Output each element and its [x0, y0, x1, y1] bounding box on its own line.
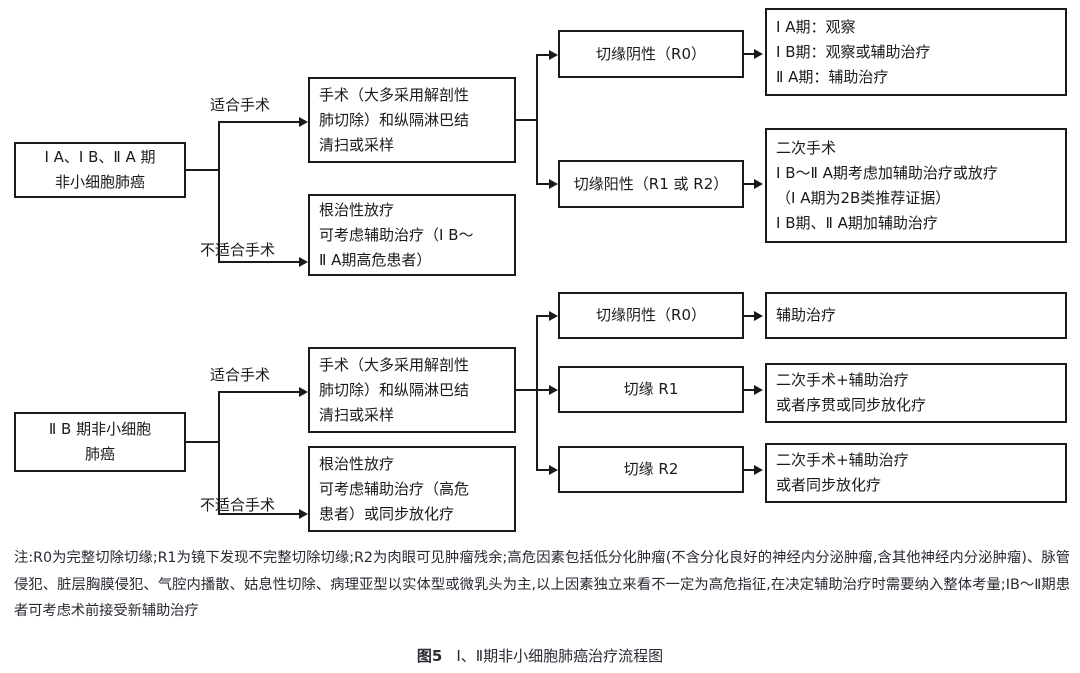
arrow-bottom-to-margin-r0 [549, 311, 558, 321]
node-bottom-radiotherapy-label: 根治性放疗 可考虑辅助治疗（高危 患者）或同步放化疗 [319, 454, 470, 523]
node-bottom-margin-r0: 切缘阴性（R0） [558, 292, 744, 339]
node-bottom-radiotherapy: 根治性放疗 可考虑辅助治疗（高危 患者）或同步放化疗 [308, 446, 516, 532]
edge-top-to-radiotherapy [218, 261, 302, 263]
edge-bottom-r1-to-outcome [744, 389, 760, 391]
arrow-top-positive-to-outcome [754, 179, 763, 189]
node-bottom-margin-r2-label: 切缘 R2 [623, 460, 679, 478]
node-bottom-margin-r1: 切缘 R1 [558, 366, 744, 413]
edge-label-bottom-unsuitable: 不适合手术 [200, 496, 276, 514]
arrow-bottom-r1-to-outcome [754, 385, 763, 395]
edge-bottom-start-stem [186, 441, 220, 443]
edge-label-top-suitable: 适合手术 [210, 96, 271, 114]
node-top-start-label: Ⅰ A、Ⅰ B、Ⅱ A 期 非小细胞肺癌 [44, 148, 156, 191]
edge-bottom-to-margin-r0 [536, 315, 554, 317]
edge-top-split-vertical [218, 121, 220, 263]
node-top-radiotherapy: 根治性放疗 可考虑辅助治疗（Ⅰ B～ Ⅱ A期高危患者） [308, 194, 516, 276]
arrow-bottom-r0-to-outcome [754, 311, 763, 321]
node-top-outcome-positive-label: 二次手术 Ⅰ B～Ⅱ A期考虑加辅助治疗或放疗 （Ⅰ A期为2B类推荐证据） Ⅰ… [776, 138, 998, 232]
node-bottom-outcome-r2: 二次手术+辅助治疗 或者同步放化疗 [765, 443, 1067, 503]
node-bottom-margin-r1-label: 切缘 R1 [623, 380, 679, 398]
node-top-outcome-negative: Ⅰ A期：观察 Ⅰ B期：观察或辅助治疗 Ⅱ A期：辅助治疗 [765, 8, 1067, 96]
figure-caption: 图5 Ⅰ、Ⅱ期非小细胞肺癌治疗流程图 [0, 645, 1080, 666]
arrow-bottom-to-radiotherapy [299, 509, 308, 519]
node-top-radiotherapy-label: 根治性放疗 可考虑辅助治疗（Ⅰ B～ Ⅱ A期高危患者） [319, 200, 474, 269]
edge-bottom-to-margin-r2 [536, 469, 554, 471]
figure-caption-number: 图5 [416, 647, 443, 665]
edge-bottom-r0-to-outcome [744, 315, 760, 317]
node-bottom-margin-r2: 切缘 R2 [558, 446, 744, 493]
edge-bottom-to-surgery [218, 391, 302, 393]
node-bottom-surgery: 手术（大多采用解剖性 肺切除）和纵隔淋巴结 清扫或采样 [308, 347, 516, 433]
edge-bottom-r2-to-outcome [744, 469, 760, 471]
edge-top-to-margin-positive [536, 183, 554, 185]
node-top-margin-positive: 切缘阳性（R1 或 R2） [558, 160, 744, 208]
edge-label-bottom-suitable: 适合手术 [210, 366, 271, 384]
node-top-margin-negative: 切缘阴性（R0） [558, 30, 744, 78]
node-top-margin-positive-label: 切缘阳性（R1 或 R2） [573, 174, 729, 193]
edge-label-top-unsuitable: 不适合手术 [200, 241, 276, 259]
node-top-outcome-positive: 二次手术 Ⅰ B～Ⅱ A期考虑加辅助治疗或放疗 （Ⅰ A期为2B类推荐证据） Ⅰ… [765, 128, 1067, 243]
node-bottom-outcome-r0: 辅助治疗 [765, 292, 1067, 339]
edge-top-positive-to-outcome [744, 183, 760, 185]
edge-top-start-stem [186, 169, 220, 171]
edge-bottom-margin-split-vertical [536, 315, 538, 470]
arrow-bottom-to-margin-r2 [549, 465, 558, 475]
arrow-bottom-to-surgery [299, 387, 308, 397]
edge-bottom-to-margin-r1 [536, 389, 554, 391]
edge-top-negative-to-outcome [744, 53, 760, 55]
arrow-top-negative-to-outcome [754, 49, 763, 59]
node-bottom-start: Ⅱ B 期非小细胞 肺癌 [14, 412, 186, 472]
arrow-top-to-margin-positive [549, 179, 558, 189]
edge-top-to-margin-negative [536, 54, 554, 56]
node-bottom-outcome-r1-label: 二次手术+辅助治疗 或者序贯或同步放化疗 [776, 371, 927, 414]
arrow-top-to-radiotherapy [299, 257, 308, 267]
edge-top-to-surgery [218, 121, 302, 123]
node-bottom-start-label: Ⅱ B 期非小细胞 肺癌 [48, 420, 152, 463]
edge-top-margin-split-vertical [536, 54, 538, 184]
edge-bottom-to-radiotherapy [218, 513, 302, 515]
edge-top-surgery-stem [516, 119, 538, 121]
node-top-surgery-label: 手术（大多采用解剖性 肺切除）和纵隔淋巴结 清扫或采样 [319, 85, 470, 154]
arrow-top-to-surgery [299, 117, 308, 127]
node-bottom-outcome-r1: 二次手术+辅助治疗 或者序贯或同步放化疗 [765, 363, 1067, 423]
node-top-start: Ⅰ A、Ⅰ B、Ⅱ A 期 非小细胞肺癌 [14, 142, 186, 198]
arrow-top-to-margin-negative [549, 50, 558, 60]
edge-bottom-split-vertical [218, 391, 220, 515]
node-bottom-margin-r0-label: 切缘阴性（R0） [596, 306, 706, 324]
figure-note: 注:R0为完整切除切缘;R1为镜下发现不完整切除切缘;R2为肉眼可见肿瘤残余;高… [14, 550, 1070, 619]
node-top-margin-negative-label: 切缘阴性（R0） [596, 44, 706, 63]
node-bottom-outcome-r0-label: 辅助治疗 [776, 306, 837, 324]
node-top-outcome-negative-label: Ⅰ A期：观察 Ⅰ B期：观察或辅助治疗 Ⅱ A期：辅助治疗 [776, 17, 931, 86]
edge-bottom-surgery-stem [516, 389, 538, 391]
node-bottom-outcome-r2-label: 二次手术+辅助治疗 或者同步放化疗 [776, 451, 909, 494]
arrow-bottom-to-margin-r1 [549, 385, 558, 395]
node-top-surgery: 手术（大多采用解剖性 肺切除）和纵隔淋巴结 清扫或采样 [308, 77, 516, 163]
node-bottom-surgery-label: 手术（大多采用解剖性 肺切除）和纵隔淋巴结 清扫或采样 [319, 355, 470, 424]
arrow-bottom-r2-to-outcome [754, 465, 763, 475]
figure-caption-title: Ⅰ、Ⅱ期非小细胞肺癌治疗流程图 [456, 647, 664, 665]
